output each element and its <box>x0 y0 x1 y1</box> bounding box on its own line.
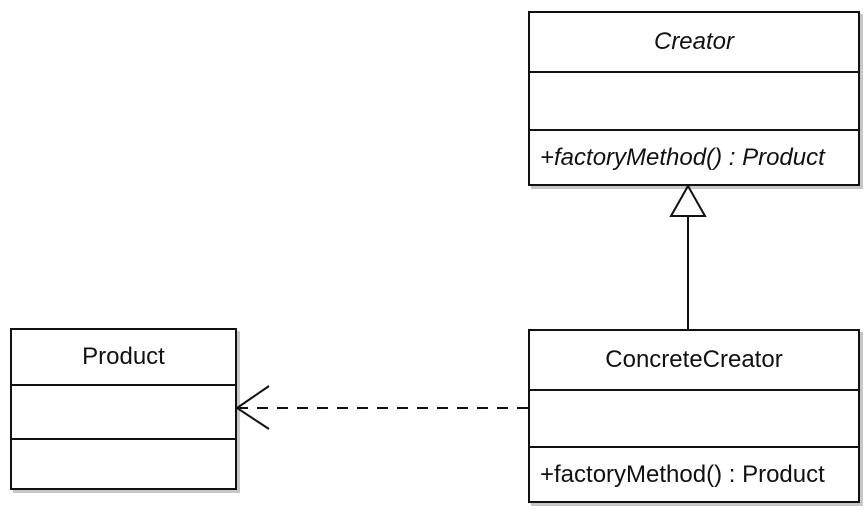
creator-methods: +factoryMethod() : Product <box>530 129 858 184</box>
creator-class-name: Creator <box>653 28 735 55</box>
product-class-name: Product <box>82 343 165 370</box>
creator-class: Creator +factoryMethod() : Product <box>528 11 860 186</box>
dependency-arrow-icon <box>235 385 270 430</box>
product-attributes <box>12 384 235 438</box>
concrete-creator-attributes <box>530 389 858 446</box>
concrete-creator-class: ConcreteCreator +factoryMethod() : Produ… <box>528 329 860 503</box>
product-class: Product <box>10 328 237 490</box>
creator-attributes <box>530 71 858 129</box>
generalization-arrow-icon <box>669 183 707 217</box>
concrete-creator-class-name: ConcreteCreator <box>605 346 783 373</box>
product-methods <box>12 438 235 488</box>
concrete-creator-methods: +factoryMethod() : Product <box>530 446 858 501</box>
